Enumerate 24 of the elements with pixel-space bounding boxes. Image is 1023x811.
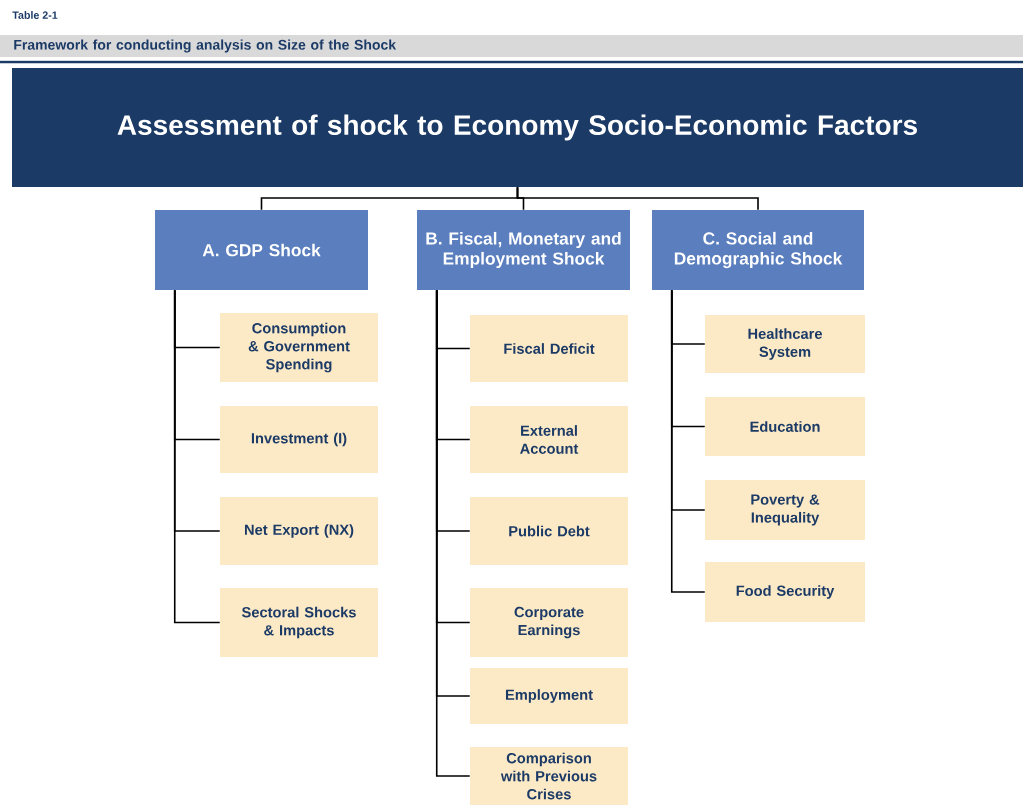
factor-box: Education bbox=[705, 397, 865, 456]
connector-line bbox=[173, 289, 221, 624]
factor-box: Healthcare System bbox=[705, 315, 865, 373]
factor-box: Comparison with Previous Crises bbox=[470, 747, 628, 805]
factor-box: Sectoral Shocks & Impacts bbox=[220, 588, 378, 657]
factor-box: Corporate Earnings bbox=[470, 588, 628, 657]
caption-band: Framework for conducting analysis on Size of the Shock bbox=[0, 35, 1023, 57]
factor-box: External Account bbox=[470, 406, 628, 473]
table-number: Table 2-1 bbox=[12, 11, 58, 19]
category-box: B. Fiscal, Monetary and Employment Shock bbox=[417, 210, 630, 290]
connector-line bbox=[516, 186, 759, 211]
category-box: C. Social and Demographic Shock bbox=[652, 210, 864, 290]
factor-box: Public Debt bbox=[470, 497, 628, 565]
header-box: Assessment of shock to Economy Socio-Economic Factors bbox=[12, 68, 1023, 187]
factor-box: Net Export (NX) bbox=[220, 497, 378, 565]
factor-box: Employment bbox=[470, 668, 628, 724]
factor-box: Food Security bbox=[705, 562, 865, 622]
connector-line bbox=[670, 289, 706, 593]
connector-line bbox=[435, 289, 471, 777]
category-box: A. GDP Shock bbox=[155, 210, 368, 290]
factor-box: Fiscal Deficit bbox=[470, 315, 628, 382]
factor-box: Consumption & Government Spending bbox=[220, 313, 378, 382]
factor-box: Poverty & Inequality bbox=[705, 480, 865, 540]
factor-box: Investment (I) bbox=[220, 406, 378, 473]
